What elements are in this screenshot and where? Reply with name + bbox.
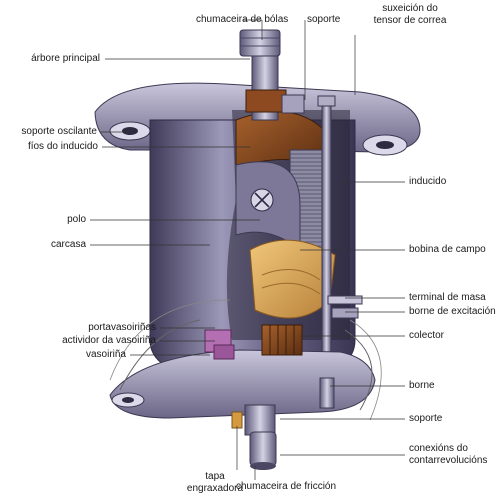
label-colector: colector (409, 330, 445, 341)
label-carcasa: carcasa (50, 239, 86, 250)
label-chumaceira-bolas: chumaceira de bólas (196, 14, 289, 25)
leader-lines (90, 19, 405, 480)
commutator (261, 324, 303, 356)
ground-terminal (327, 295, 363, 305)
excitation-terminal (331, 307, 359, 319)
label-chumaceira-friccion: chumaceira de fricción (236, 481, 337, 492)
label-bobina-campo: bobina de campo (409, 244, 486, 255)
label-actividor-vasoirina: actividor da vasoiriña (62, 335, 156, 346)
label-conexions: conexións do contarrevolucións (409, 443, 488, 466)
bottom-shaft (244, 404, 276, 436)
tie-rod (321, 99, 332, 361)
label-portavasoirinas: portavasoiriñas (88, 322, 156, 333)
label-vasoirina: vasoiriña (85, 349, 126, 360)
bottom-flange (109, 349, 376, 419)
label-inducido: inducido (409, 176, 447, 187)
label-terminal-masa: terminal de masa (409, 292, 486, 303)
label-suxeicion: suxeición do tensor de correa (373, 3, 447, 26)
label-borne-excitacion: borne de excitación (409, 306, 496, 317)
top-bearing (245, 89, 287, 113)
label-borne: borne (409, 380, 435, 391)
label-arbore-principal: árbore principal (31, 53, 100, 64)
label-soporte-top: soporte (307, 14, 341, 25)
label-soporte-oscilante: soporte oscilante (21, 126, 97, 137)
label-polo: polo (67, 214, 86, 225)
label-tapa: tapa engraxadora (186, 471, 244, 494)
label-fios-inducido: fíos do inducido (27, 141, 98, 152)
label-soporte-bottom: soporte (409, 413, 443, 424)
